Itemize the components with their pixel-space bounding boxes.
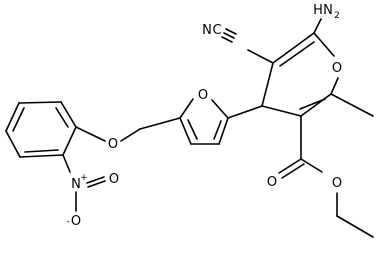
bond-ester-co-b (281, 163, 305, 179)
nitrile-n-label: N (202, 23, 212, 38)
bond-o-phenyl (75, 126, 106, 142)
ester-o-alkyl-label: O (332, 176, 342, 191)
nh2-n-label: N (323, 3, 333, 18)
atom-o-furan: O (198, 88, 208, 103)
bond-cn-triple-c (221, 36, 233, 43)
nitro-n-label: N (71, 177, 81, 192)
bond-c2-c3 (300, 93, 332, 117)
bond-nitro-o-top-b (87, 180, 106, 188)
atom-o-ether: O (108, 137, 118, 152)
bond-ester-co-a (278, 158, 302, 174)
bond-furan-c5-c4 (179, 117, 192, 145)
bond-furan-c3-c2-inner (213, 120, 222, 140)
bond-ester-c-o (300, 158, 323, 173)
nh2-h-label: H (313, 3, 323, 18)
atom-ester-oxygens: O O (267, 175, 342, 191)
bond-furan-c3-c2 (218, 117, 229, 145)
bond-cn-triple-b (225, 28, 237, 35)
bond-ph-c3-c4 (5, 130, 21, 158)
bond-ph-c2-c3-inner (24, 149, 59, 153)
o-ether-label: O (108, 137, 118, 152)
bond-c6-nh2 (313, 18, 322, 34)
bond-c4-c5 (261, 62, 274, 107)
bond-ethyl (336, 215, 374, 238)
nitrile-c-label: C (212, 23, 221, 38)
atom-nitro: N + O O - (66, 172, 119, 229)
bond-furan-c5-c4-inner (187, 119, 198, 140)
atom-nitrile: N C (202, 23, 221, 38)
bond-c5-c6 (272, 32, 315, 64)
bond-ph-c4-c5-inner (12, 107, 25, 132)
bond-c3-c4 (261, 105, 302, 117)
bond-cn-triple-a (223, 32, 235, 39)
ester-o-carbonyl-label: O (267, 175, 277, 190)
bond-furan-o-c5 (179, 98, 194, 119)
bond-ph-nitro (62, 154, 71, 173)
bond-ph-c1-c2 (62, 126, 77, 156)
bond-nitro-o-top-a (86, 176, 105, 184)
bond-ph-c4-c5 (5, 102, 20, 132)
nitro-o-bottom-label: O (71, 214, 81, 229)
bond-ch2-o (120, 128, 141, 142)
nitro-n-charge: + (80, 173, 88, 183)
bond-c2-methyl (330, 93, 374, 117)
bond-furan-c2-o (211, 99, 229, 119)
atom-nh2: H N 2 (313, 3, 340, 21)
bond-ph-c5-c6 (18, 101, 62, 104)
bond-ph-c6-c1-inner (55, 107, 69, 128)
bond-c5-c6-inner (279, 41, 315, 67)
bond-ph-c6-c1 (60, 101, 77, 128)
nitro-o-charge: - (66, 217, 69, 227)
nh2-subscript: 2 (334, 11, 340, 21)
nitro-o-top-label: O (109, 172, 119, 187)
atom-o-pyran: O (332, 61, 342, 76)
bond-c5-cn (247, 49, 274, 64)
bond-c2-c3-inner (299, 98, 326, 110)
bond-furan-ch2 (139, 117, 181, 130)
bond-ph-c2-c3 (19, 154, 64, 158)
bond-c4-furan (227, 105, 263, 119)
o-furan-label: O (198, 88, 208, 103)
o-pyran-label: O (332, 61, 342, 76)
bond-o1-c2 (330, 77, 339, 95)
bond-c6-o1 (313, 32, 335, 57)
